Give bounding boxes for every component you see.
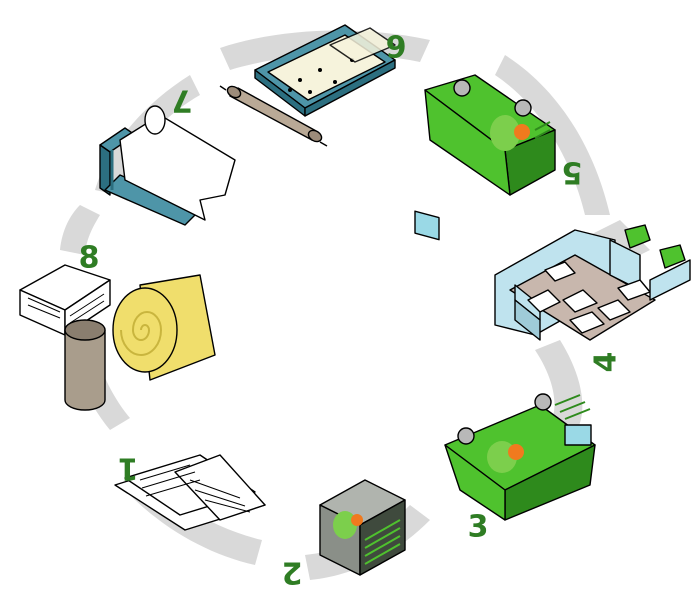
- ring-arc-4-3: [535, 340, 583, 440]
- step-numbers: 1 2 3 4 5 6 7 8: [79, 28, 624, 590]
- green-cartridge-tilted-icon: [444, 393, 596, 521]
- paper-sheet-tray-with-roller-icon: [219, 24, 396, 147]
- step-number-4: 4: [589, 352, 624, 373]
- step-number-1: 1: [118, 451, 139, 486]
- step-number-5: 5: [562, 155, 583, 190]
- step-number-6: 6: [386, 28, 407, 63]
- step-number-2: 2: [282, 555, 303, 590]
- step-number-3: 3: [468, 510, 489, 545]
- ring-arc-8-7: [60, 205, 100, 255]
- sorting-bin-icon: [494, 224, 691, 341]
- newspaper-stack-icon: [114, 454, 266, 531]
- green-ink-cartridge-icon: [414, 74, 556, 241]
- newspaper-tube-and-felt-roll-icon: [19, 264, 216, 411]
- paper-roll-press-icon: [99, 105, 236, 226]
- step-number-8: 8: [79, 241, 100, 276]
- step-number-7: 7: [172, 83, 193, 118]
- gray-ink-cartridge-icon: [319, 479, 406, 576]
